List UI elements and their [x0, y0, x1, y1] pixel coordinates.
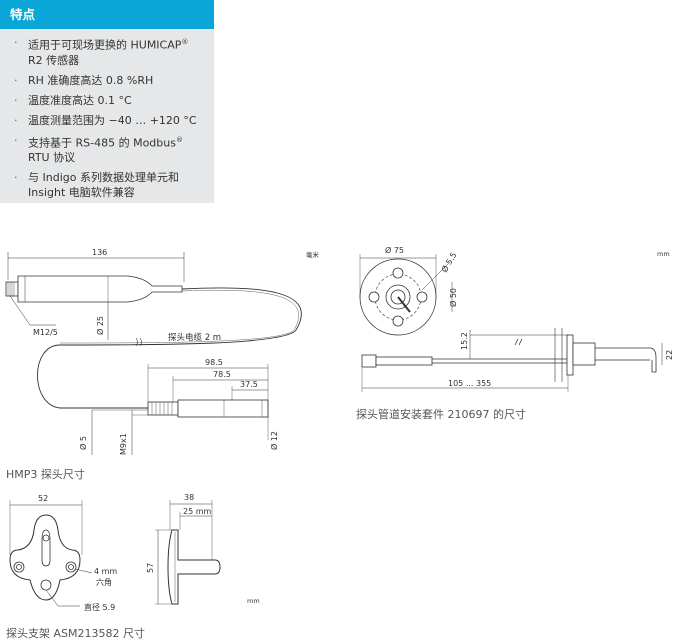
unit-label: 毫米	[306, 250, 320, 259]
duct-drawing	[359, 254, 663, 392]
dim-15-2: 15.2	[460, 332, 469, 350]
features-box: 特点 适用于可现场更换的 HUMICAP®R2 传感器 RH 准确度高达 0.8…	[0, 0, 214, 203]
dim-4mm: 4 mm	[94, 567, 117, 576]
feature-item: 温度测量范围为 −40 … +120 °C	[0, 113, 214, 128]
probe-drawing	[5, 252, 302, 455]
bracket-drawing	[9, 500, 221, 607]
feature-item: 适用于可现场更换的 HUMICAP®R2 传感器	[0, 35, 214, 68]
probe-caption: HMP3 探头尺寸	[6, 468, 85, 481]
dim-38: 38	[184, 493, 194, 502]
dim-dia-50: Ø 50	[448, 288, 458, 307]
dim-m12: M12/5	[33, 328, 58, 337]
dim-dia-5-5: Ø 5.5	[439, 250, 458, 274]
feature-item: RH 准确度高达 0.8 %RH	[0, 73, 214, 88]
dim-37-5: 37.5	[240, 380, 258, 389]
duct-caption: 探头管道安装套件 210697 的尺寸	[356, 408, 526, 421]
features-title: 特点	[0, 0, 214, 29]
feature-item: 支持基于 RS-485 的 Modbus®RTU 协议	[0, 133, 214, 166]
dim-dia-5-9: 直径 5.9	[84, 602, 115, 612]
dim-m9: M9x1	[119, 433, 128, 455]
dim-range: 105 ... 355	[448, 379, 491, 388]
dim-dia-75: Ø 75	[385, 245, 404, 255]
dim-22: 22	[665, 350, 674, 360]
dim-98-5: 98.5	[205, 358, 223, 367]
dim-dia-12: Ø 12	[269, 431, 279, 450]
dim-52: 52	[38, 494, 48, 503]
dim-136: 136	[92, 248, 107, 257]
features-list: 适用于可现场更换的 HUMICAP®R2 传感器 RH 准确度高达 0.8 %R…	[0, 29, 214, 200]
dim-57: 57	[146, 563, 155, 573]
bracket-unit: mm	[247, 597, 260, 605]
dim-hex: 六角	[96, 577, 112, 587]
cable-label: 探头电缆 2 m	[168, 332, 221, 343]
duct-unit: mm	[657, 250, 670, 258]
feature-item: 温度准度高达 0.1 °C	[0, 93, 214, 108]
dim-dia-25: Ø 25	[95, 316, 105, 335]
dim-dia-5: Ø 5	[78, 436, 88, 450]
dim-25mm: 25 mm	[183, 507, 212, 516]
bracket-caption: 探头支架 ASM213582 尺寸	[6, 627, 145, 640]
dim-78-5: 78.5	[213, 370, 231, 379]
